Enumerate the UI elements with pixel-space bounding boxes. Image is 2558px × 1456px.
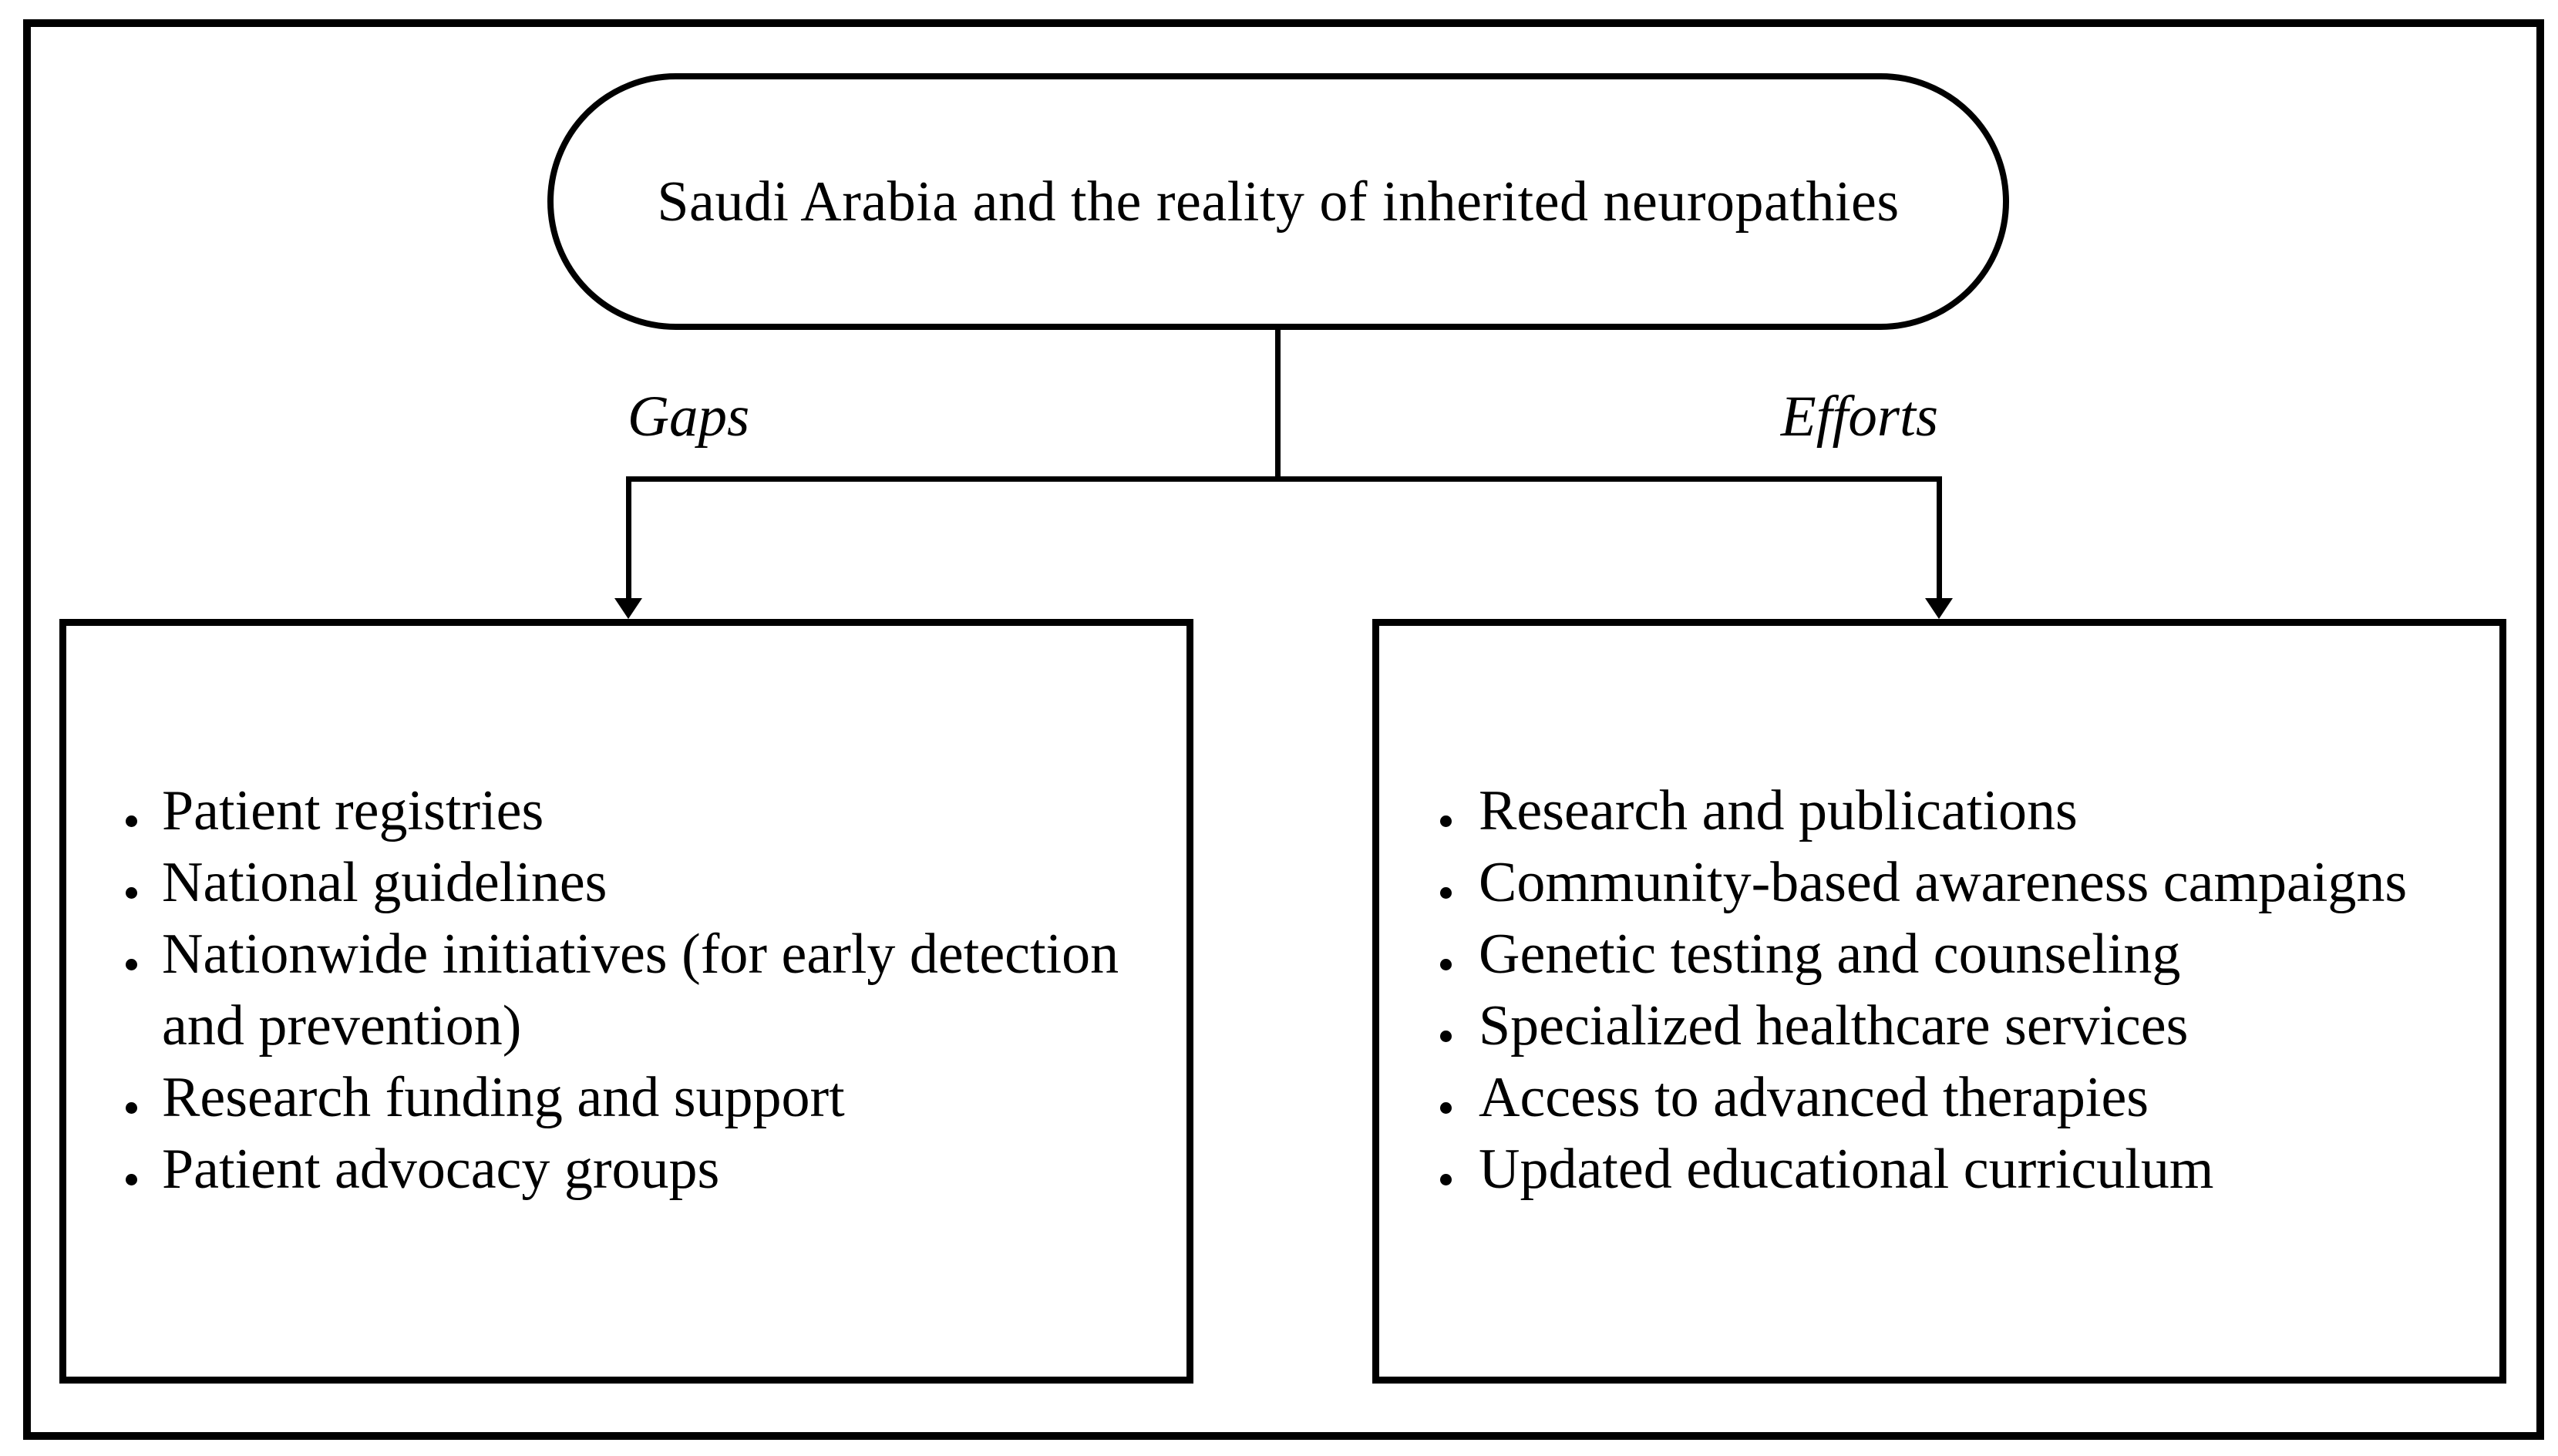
- list-item: Genetic testing and counseling: [1440, 919, 2504, 990]
- bullet-icon: [1440, 1102, 1452, 1114]
- list-item-label: Community-based awareness campaigns: [1479, 851, 2408, 914]
- list-item-label: Patient advocacy groups: [162, 1138, 720, 1201]
- connector-stem: [1275, 327, 1281, 479]
- branch-label-efforts: Efforts: [1780, 385, 1939, 449]
- list-item: Updated educational curriculum: [1440, 1134, 2504, 1205]
- bullet-icon: [126, 1174, 137, 1185]
- list-item: Nationwide initiatives (for early detect…: [126, 919, 1174, 1062]
- list-item-label: Nationwide initiatives (for early detect…: [162, 923, 1119, 1058]
- list-item-label: Access to advanced therapies: [1479, 1066, 2149, 1129]
- list-item: Community-based awareness campaigns: [1440, 847, 2504, 919]
- list-item: Specialized healthcare services: [1440, 990, 2504, 1062]
- efforts-list: Research and publications Community-base…: [1440, 775, 2504, 1205]
- list-item-label: Research and publications: [1479, 779, 2078, 842]
- gaps-list: Patient registries National guidelines N…: [126, 775, 1174, 1205]
- title-node: Saudi Arabia and the reality of inherite…: [547, 73, 2009, 330]
- bullet-icon: [126, 1102, 137, 1114]
- connector-horizontal: [626, 476, 1942, 482]
- list-item-label: Genetic testing and counseling: [1479, 923, 2181, 986]
- list-item-label: Updated educational curriculum: [1479, 1138, 2214, 1201]
- list-item: Patient advocacy groups: [126, 1134, 1174, 1205]
- list-item: Research funding and support: [126, 1062, 1174, 1134]
- list-item: Patient registries: [126, 775, 1174, 847]
- list-item-label: Patient registries: [162, 779, 544, 842]
- list-item-label: National guidelines: [162, 851, 608, 914]
- list-item: Access to advanced therapies: [1440, 1062, 2504, 1134]
- arrow-down-right-icon: [1925, 598, 1953, 619]
- gaps-box: [59, 619, 1193, 1384]
- branch-label-gaps: Gaps: [627, 385, 750, 449]
- list-item-label: Research funding and support: [162, 1066, 845, 1129]
- bullet-icon: [1440, 1031, 1452, 1042]
- list-item: Research and publications: [1440, 775, 2504, 847]
- connector-left-drop: [626, 476, 631, 601]
- list-item-label: Specialized healthcare services: [1479, 994, 2189, 1058]
- efforts-box: [1372, 619, 2506, 1384]
- bullet-icon: [126, 815, 137, 827]
- bullet-icon: [1440, 959, 1452, 970]
- bullet-icon: [126, 959, 137, 970]
- arrow-down-left-icon: [614, 598, 642, 619]
- bullet-icon: [1440, 815, 1452, 827]
- connector-right-drop: [1937, 476, 1942, 601]
- bullet-icon: [1440, 887, 1452, 899]
- bullet-icon: [1440, 1174, 1452, 1185]
- bullet-icon: [126, 887, 137, 899]
- list-item: National guidelines: [126, 847, 1174, 919]
- page-title: Saudi Arabia and the reality of inherite…: [657, 170, 1900, 234]
